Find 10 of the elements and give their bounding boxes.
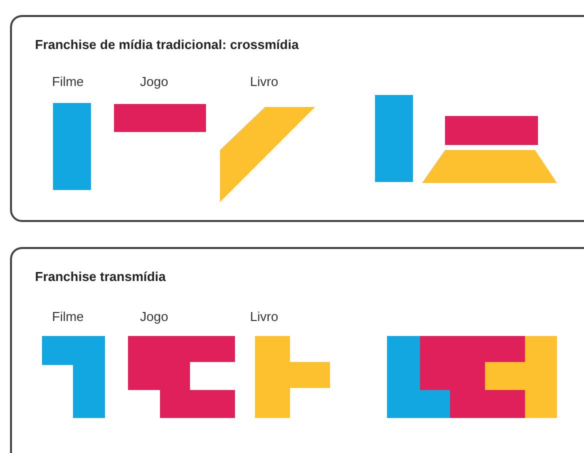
media-label: Filme bbox=[52, 309, 84, 324]
panel-heading: Franchise de mídia tradicional: crossmídia bbox=[35, 37, 299, 52]
media-label: Livro bbox=[250, 309, 278, 324]
media-label: Jogo bbox=[140, 309, 168, 324]
media-label: Jogo bbox=[140, 74, 168, 89]
media-label: Filme bbox=[52, 74, 84, 89]
panel-card bbox=[10, 247, 584, 453]
panel-heading: Franchise transmídia bbox=[35, 269, 166, 284]
media-label: Livro bbox=[250, 74, 278, 89]
panel-card bbox=[10, 15, 584, 222]
